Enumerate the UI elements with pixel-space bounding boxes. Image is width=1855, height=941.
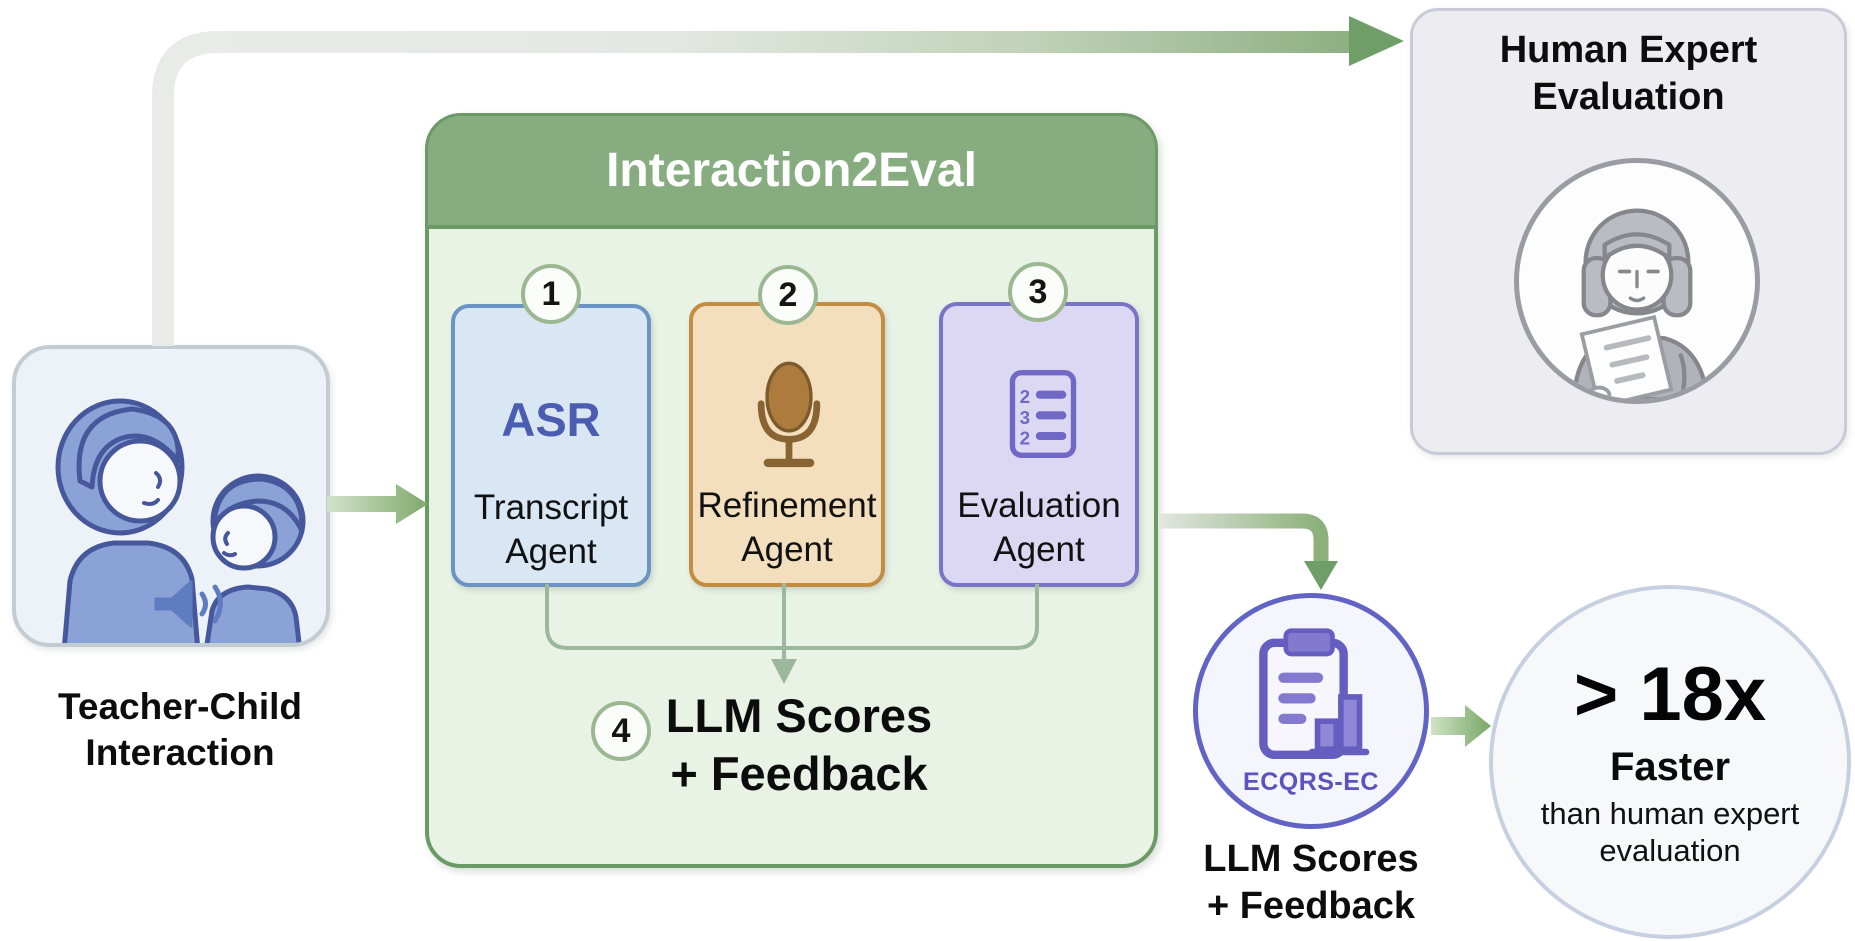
speed-emphasis: Faster [1609,745,1731,789]
reading-sheet [1579,314,1674,399]
evaluation-label-line1: Evaluation [957,486,1121,525]
speed-headline: > 18x [1573,652,1767,737]
checklist-row3-number: 2 [1020,428,1030,449]
asr-label-line2: Agent [505,532,597,571]
evaluation-label-line2: Agent [993,530,1085,569]
speed-detail-line2: evaluation [1599,833,1741,868]
result-to-speed-arrow [1431,705,1491,747]
checklist-row1-number: 2 [1020,386,1030,407]
asr-label-line1: Transcript [473,488,629,527]
source-to-pipeline-arrow [327,484,428,524]
teacher-child-label: Teacher-Child Interaction [8,684,352,776]
ecqrs-result-circle: ECQRS-EC [1193,593,1429,829]
source-to-human-arrowhead [1349,16,1404,66]
evaluation-agent-card: 2 3 2 Evaluation Agent [939,302,1139,587]
refinement-agent-label: Refinement Agent [679,484,895,572]
asr-headline: ASR [501,393,601,446]
interaction2eval-box: Interaction2Eval ASR Transcript Agent Re… [425,113,1158,868]
speaker-waves-icon [154,580,223,628]
llm-result-line1: LLM Scores [1203,838,1419,880]
speed-circle: > 18x Faster than human expert evaluatio… [1489,585,1851,939]
microphone-icon [757,361,821,468]
human-expert-avatar [1514,158,1760,404]
human-expert-title-line2: Evaluation [1532,76,1725,118]
asr-transcript-agent-card: ASR Transcript Agent [451,304,651,587]
evaluation-agent-label: Evaluation Agent [929,484,1149,572]
teacher-child-box [12,345,330,647]
human-expert-title-line1: Human Expert [1499,29,1758,71]
pipeline-to-result-arrowhead [1304,561,1338,590]
pipeline-output-label: LLM Scores + Feedback [579,687,1019,803]
llm-result-label: LLM Scores + Feedback [1140,836,1482,930]
step-2-circle: 2 [758,265,818,325]
teacher-child-illustration [55,398,306,643]
human-expert-title: Human Expert Evaluation [1413,27,1844,121]
llm-result-line2: + Feedback [1206,885,1416,927]
speed-detail-line1: than human expert [1540,796,1800,831]
refinement-label-line1: Refinement [697,486,877,525]
refinement-agent-card: Refinement Agent [689,302,885,587]
checklist-row2-number: 3 [1020,407,1030,428]
clipboard-bar-chart-icon [1259,628,1370,759]
pipeline-output-line2: + Feedback [670,747,928,800]
child-figure [204,473,306,643]
teacher-child-label-line2: Interaction [85,732,275,773]
numbered-checklist-icon: 2 3 2 [1009,370,1077,458]
refinement-label-line2: Agent [741,530,833,569]
pipeline-title: Interaction2Eval [428,116,1155,229]
asr-agent-label: Transcript Agent [441,486,661,574]
teacher-child-label-line1: Teacher-Child [58,686,302,727]
person-reading-illustration [1572,208,1710,399]
human-expert-box: Human Expert Evaluation [1410,8,1847,455]
pipeline-output-line1: LLM Scores [665,689,933,742]
step-4-circle: 4 [591,701,651,761]
step-1-circle: 1 [521,264,581,324]
teacher-figure [55,398,200,643]
step-3-circle: 3 [1008,262,1068,322]
ecqrs-badge: ECQRS-EC [1243,768,1379,796]
pipeline-to-result-arrow-shaft [1158,513,1329,564]
speed-detail: than human expert evaluation [1541,795,1800,869]
